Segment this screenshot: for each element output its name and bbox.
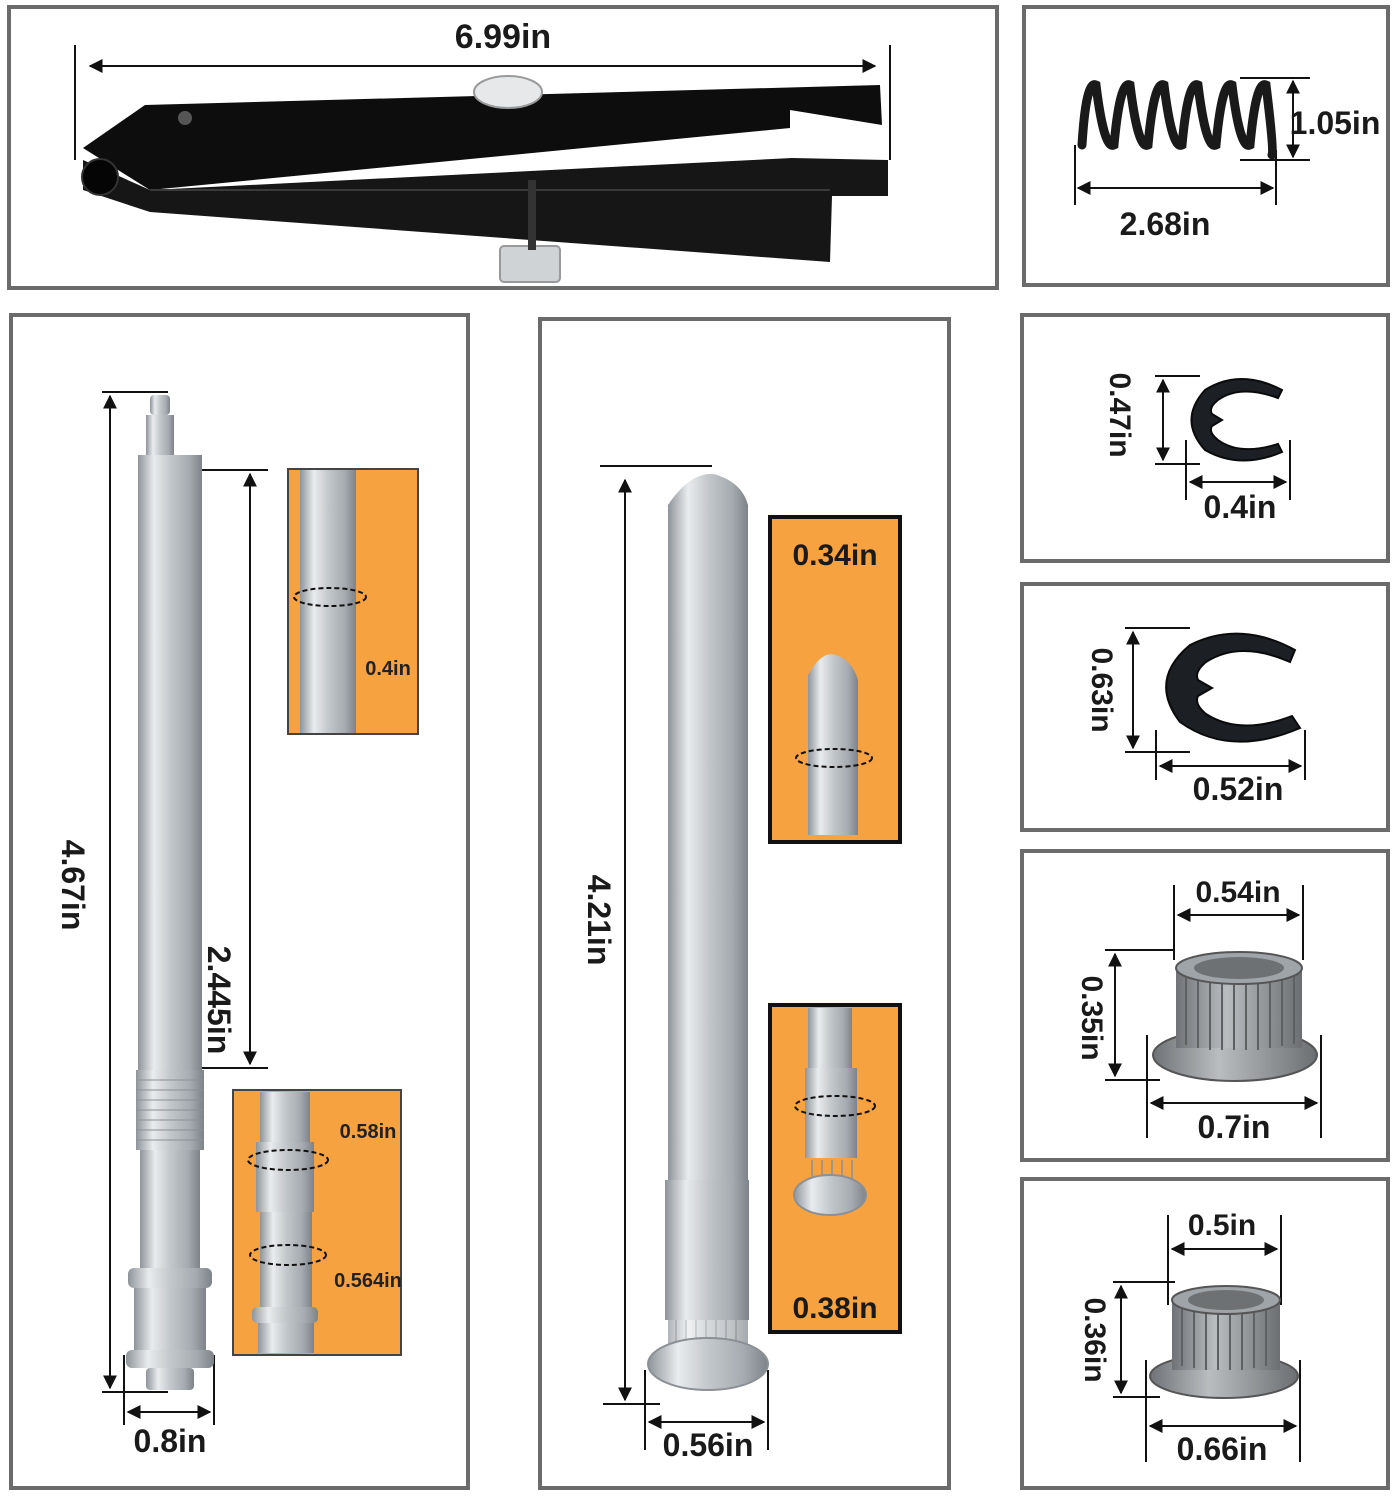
short-pin-width-label: 0.56in (663, 1427, 754, 1463)
long-pin-inset-top-label: 0.4in (365, 658, 411, 680)
spring-image (1074, 77, 1310, 205)
long-pin-image (102, 391, 268, 1425)
short-pin-bottom-inset (768, 1003, 902, 1334)
large-clip-width-label: 0.52in (1193, 771, 1284, 807)
long-pin-upper-length-label: 2.445in (201, 946, 237, 1055)
long-pin-top-inset (287, 468, 419, 735)
spring-length-label: 2.68in (1120, 206, 1211, 242)
small-retaining-clip-image (1155, 375, 1291, 500)
short-pin-length-label: 4.21in (581, 875, 617, 966)
small-bushing-bottom-label: 0.66in (1177, 1431, 1268, 1467)
small-bushing-image (1113, 1215, 1301, 1462)
long-pin-length-label: 4.67in (55, 840, 91, 931)
long-pin-bottom-inset (232, 1089, 402, 1356)
small-bushing-height-label: 0.36in (1078, 1297, 1111, 1382)
small-bushing-top-label: 0.5in (1188, 1209, 1256, 1242)
long-pin-width-label: 0.8in (134, 1423, 207, 1459)
clip-large-panel (1020, 582, 1390, 832)
tool-length-label: 6.99in (455, 18, 551, 56)
small-clip-height-label: 0.47in (1103, 372, 1136, 457)
large-bushing-bottom-label: 0.7in (1198, 1109, 1271, 1145)
long-pin-inset-knurl-label: 0.58in (340, 1121, 397, 1143)
large-bushing-top-label: 0.54in (1195, 876, 1280, 909)
short-pin-top-inset (768, 515, 902, 844)
spring-height-label: 1.05in (1290, 105, 1381, 141)
door-pin-tool-image (74, 45, 891, 283)
small-clip-width-label: 0.4in (1204, 489, 1277, 525)
large-bushing-image (1105, 885, 1322, 1138)
short-pin-inset-bottom-label: 0.38in (792, 1292, 877, 1325)
large-bushing-height-label: 0.35in (1075, 975, 1108, 1060)
short-pin-image (600, 465, 769, 1450)
short-pin-inset-top-label: 0.34in (792, 539, 877, 572)
bushing-small-panel (1020, 1177, 1390, 1490)
large-retaining-clip-image (1125, 627, 1306, 780)
large-clip-height-label: 0.63in (1085, 647, 1118, 732)
long-pin-inset-lower-label: 0.564in (334, 1270, 402, 1292)
